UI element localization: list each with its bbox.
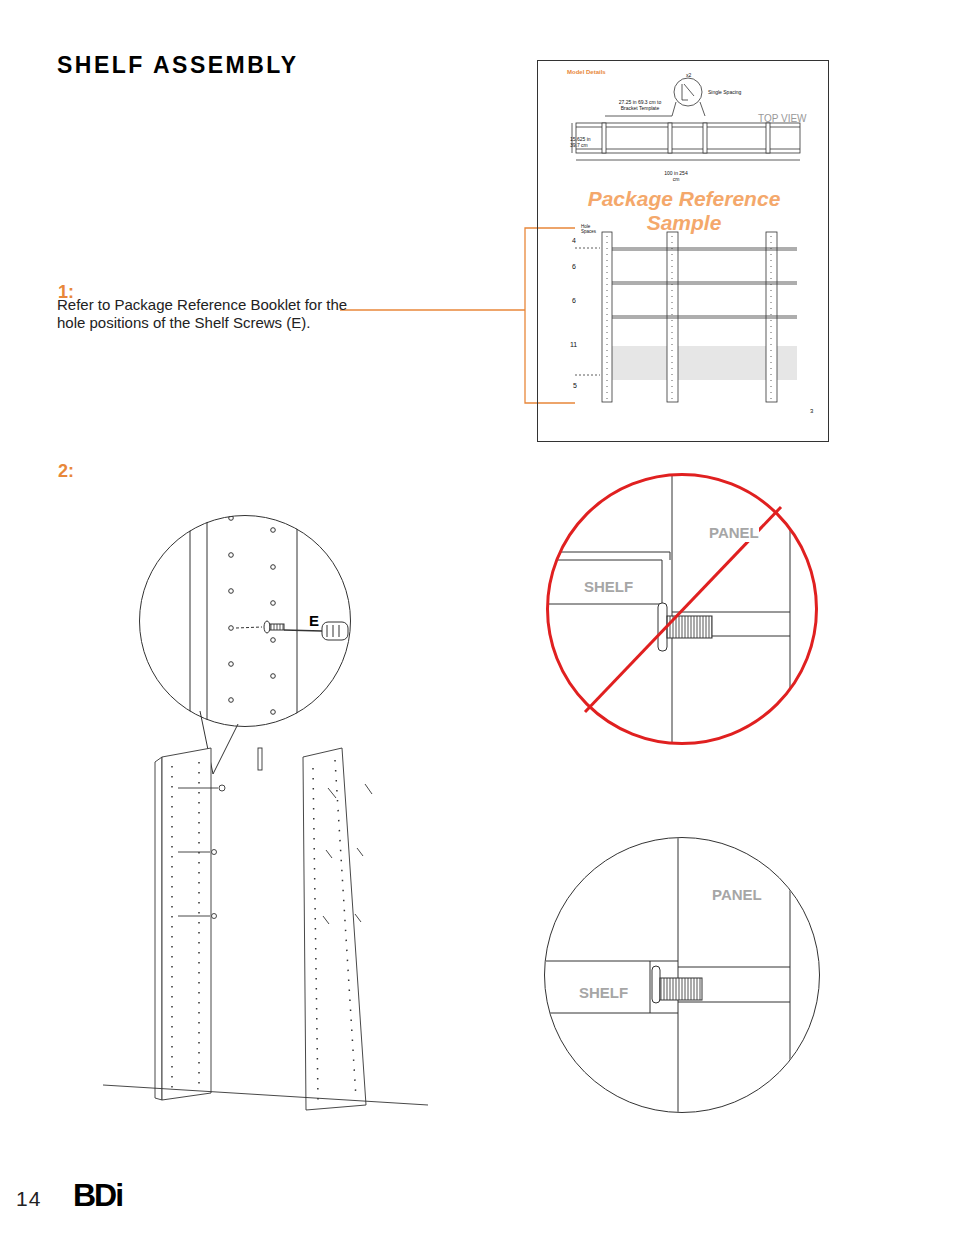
front-view-drawing <box>575 232 797 402</box>
node-text: x2 <box>686 72 691 78</box>
node-text: TOP VIEW <box>758 113 807 125</box>
reference-booklet-page: Model Details x2Single Spacing 27.25 in 69… <box>537 60 829 442</box>
closeup-circle: E <box>139 515 351 727</box>
prohibition-slash <box>585 507 781 712</box>
step-number: 2: <box>58 460 74 482</box>
node-text: Package Reference Sample <box>553 187 815 235</box>
page-number: 14 <box>16 1186 41 1211</box>
node-text: PANEL <box>712 886 762 904</box>
node-text: PANEL <box>709 524 759 542</box>
node-text: 5 <box>573 382 577 390</box>
node-text: 11 <box>570 341 577 349</box>
node-text: 100 in 254 cm <box>664 170 688 182</box>
node-text: Hole Spaces <box>581 224 603 234</box>
panel-closeup <box>190 502 348 740</box>
node-text: 6 <box>572 297 576 305</box>
page-title: SHELF ASSEMBLY <box>57 51 299 79</box>
wrong-fit-circle: PANEL SHELF <box>546 473 818 745</box>
node-text: SHELF <box>584 578 633 596</box>
node-text: 27.25 in 69.3 cm to Bracket Template <box>615 99 665 111</box>
leader-bracket <box>340 228 575 403</box>
wrong-fit-detail <box>540 470 790 750</box>
correct-fit-detail <box>540 835 790 1115</box>
node-text: E <box>309 612 319 630</box>
node-text: SHELF <box>579 984 628 1002</box>
node-text: 4 <box>572 237 576 245</box>
brand-logo: BDi <box>73 1176 122 1214</box>
node-text: 15.625 in 39.7 cm <box>570 136 596 148</box>
node-text: 3 <box>810 408 813 415</box>
node-text: 6 <box>572 263 576 271</box>
side-panels <box>103 748 428 1110</box>
step-instruction: Refer to Package Reference Booklet for t… <box>57 296 357 332</box>
correct-fit-circle: PANEL SHELF <box>544 837 820 1113</box>
node-text: Model Details <box>567 69 606 76</box>
node-text: Single Spacing <box>708 89 741 95</box>
